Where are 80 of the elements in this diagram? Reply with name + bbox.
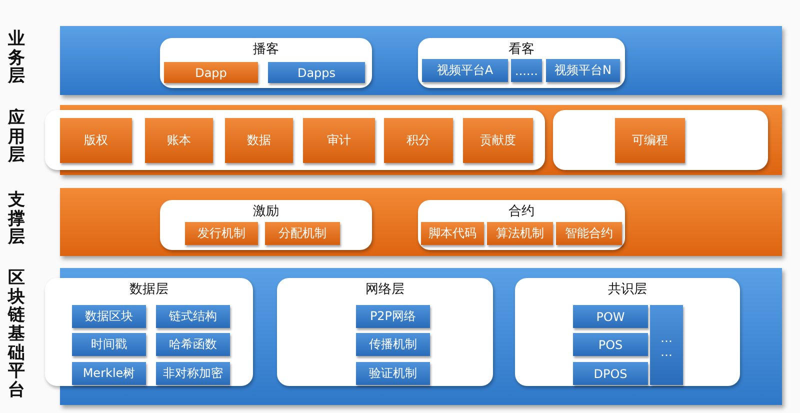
item-box [615,118,685,163]
item-box [268,62,365,83]
item-label: 分配机制 [278,225,326,242]
item-label: 审计 [327,132,351,149]
item-box [421,222,484,245]
item-box [487,222,553,245]
item-box [556,222,622,245]
group-title: 播客 [252,41,280,58]
item-label: DPOS [594,366,628,380]
item-label: Dapp [195,66,227,80]
item-label: 智能合约 [565,225,613,242]
item-box [265,222,340,245]
item-label: Dapps [297,66,336,80]
item-label: 链式结构 [169,308,217,325]
group-card [45,278,253,386]
item-label: 脚本代码 [428,225,476,242]
item-label: 账本 [167,132,191,149]
item-box [356,305,430,328]
item-label: … … [659,331,674,359]
item-label: 验证机制 [369,365,417,382]
item-label: 视频平台A [436,62,494,79]
item-box [303,118,375,163]
item-box [511,59,542,82]
item-box [422,59,508,82]
item-box [573,305,648,328]
group-title: 激励 [252,203,280,220]
item-box [72,362,146,385]
layer-label: 区块链基础平台 [8,269,25,400]
group-title: 数据层 [128,281,170,298]
item-label: 发行机制 [198,225,246,242]
item-box [156,305,230,328]
item-box [650,305,683,385]
group-card [277,278,493,386]
item-label: POW [596,310,625,324]
item-box [156,362,230,385]
item-box [156,333,230,356]
item-label: POS [598,338,623,352]
item-label: 数据区块 [85,308,133,325]
group-title: 网络层 [364,281,406,298]
item-box [225,118,293,163]
item-label: 积分 [406,132,430,149]
group-title: 看客 [508,41,536,58]
layer-label: 应用层 [8,109,25,166]
group-card [515,278,740,386]
item-box [573,362,648,385]
item-label: 算法机制 [496,225,544,242]
item-label: 哈希函数 [169,336,217,353]
item-box [72,305,146,328]
item-label: 数据 [247,132,271,149]
item-label: 非对称加密 [163,365,223,382]
group-card [45,110,545,170]
group-card [160,38,372,88]
item-box [463,118,533,163]
layer-label: 支撑层 [8,191,25,248]
item-label: ...... [515,64,538,78]
item-label: 传播机制 [369,336,417,353]
group-title: 合约 [508,203,536,220]
item-box [60,118,132,163]
item-box [546,59,620,82]
item-box [356,362,430,385]
item-label: P2P网络 [370,308,416,325]
group-card [418,200,625,250]
item-label: 贡献度 [480,132,516,149]
item-box [384,118,453,163]
item-label: 版权 [84,132,108,149]
item-box [164,62,258,83]
item-box [185,222,258,245]
group-card [418,38,625,88]
item-label: 可编程 [632,132,668,149]
group-title: 共识层 [607,281,648,298]
item-label: Merkle树 [82,365,136,382]
layer-label: 业务层 [8,30,25,86]
group-card [160,200,372,250]
group-card [553,110,768,170]
item-box [145,118,213,163]
item-box [356,333,430,356]
item-label: 时间戳 [91,336,127,353]
item-label: 视频平台N [554,62,612,79]
item-box [72,333,146,356]
item-box [573,333,648,356]
